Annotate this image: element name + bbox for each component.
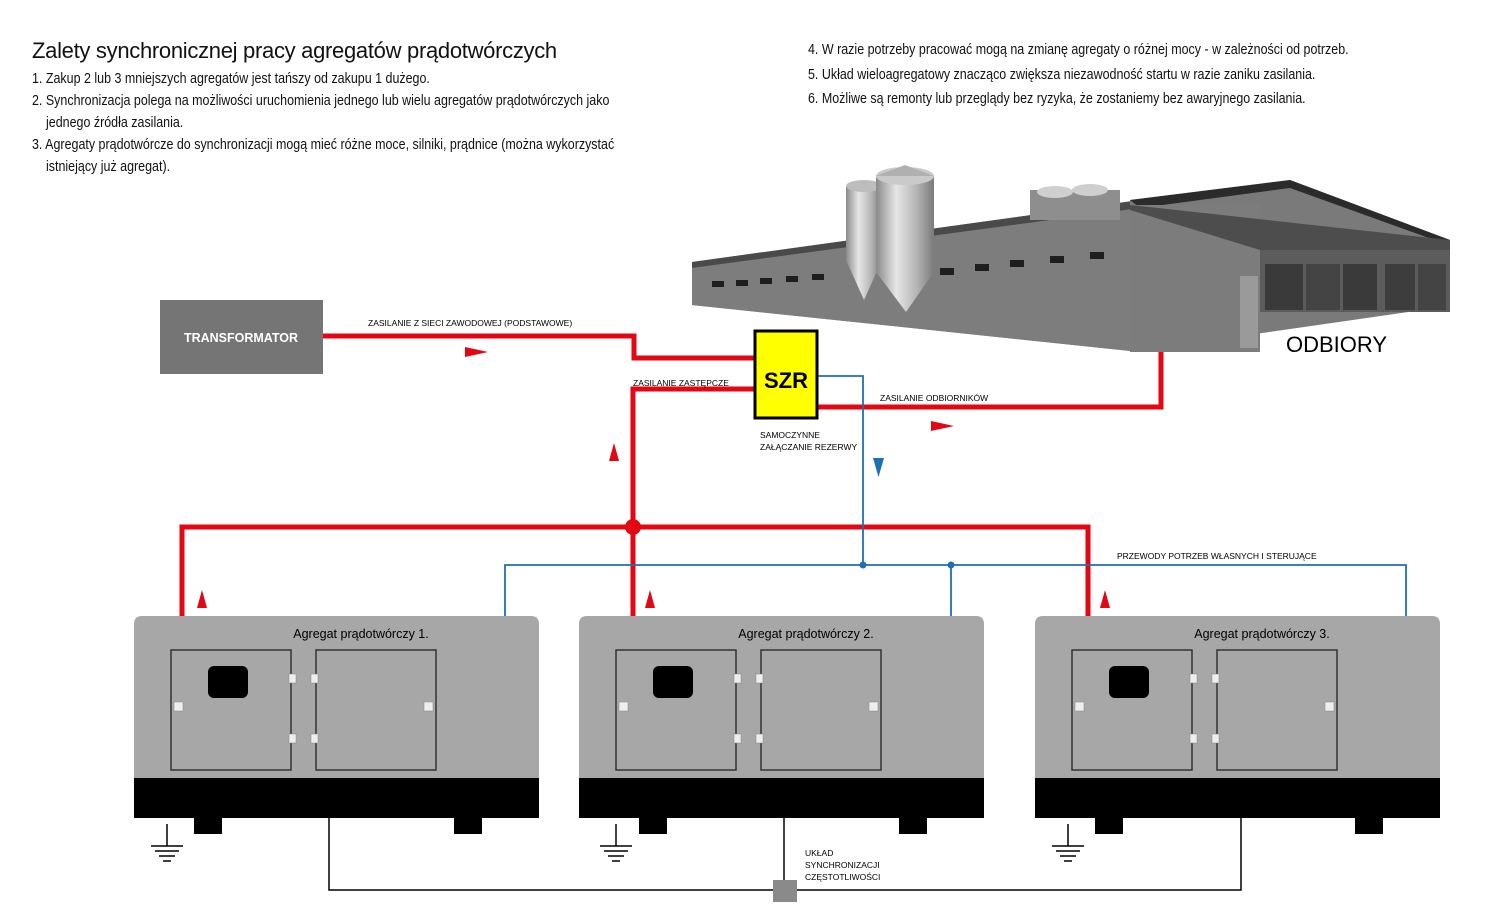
transformer-box [160,300,323,374]
szr-switch [753,329,819,420]
advantage-item-3: 3. Agregaty prądotwórcze do synchronizac… [32,137,615,153]
farm-building-illustration [692,165,1450,352]
sync-label-1: UKŁAD [805,848,833,858]
control-arrow [873,458,884,477]
page-title: Zalety synchronicznej pracy agregatów pr… [32,38,557,63]
ground-icon [599,823,633,862]
szr-caption-2: ZAŁĄCZANIE REZERWY [760,442,857,452]
ground-icon [1051,823,1085,862]
advantage-item-3-cont: istniejący już agregat). [46,159,171,175]
ground-icon [150,823,184,862]
generator-3-label: Agregat prądotwórczy 3. [1194,627,1330,641]
generator-3 [1034,615,1441,835]
szr-caption-1: SAMOCZYNNE [760,430,820,440]
generator-1 [133,615,540,835]
advantage-item-2: 2. Synchronizacja polega na możliwości u… [32,93,610,109]
advantage-item-1: 1. Zakup 2 lub 3 mniejszych agregatów je… [32,71,430,87]
label-consumer-supply: ZASILANIE ODBIORNIKÓW [880,393,988,403]
generator-1-label: Agregat prądotwórczy 1. [293,627,429,641]
generator-2 [578,615,985,835]
generator-2-label: Agregat prądotwórczy 2. [738,627,874,641]
advantage-item-6: 6. Możliwe są remonty lub przeglądy bez … [808,91,1306,107]
advantage-item-2-cont: jednego źródła zasilania. [46,115,184,131]
transformer-label: TRANSFORMATOR [184,331,298,345]
advantages-right: 4. W razie potrzeby pracować mogą na zmi… [808,38,1437,112]
consumers-label: ODBIORY [1286,332,1387,357]
szr-label: SZR [764,368,808,393]
advantage-item-4: 4. W razie potrzeby pracować mogą na zmi… [808,42,1349,58]
flow-arrows [197,347,1110,608]
label-control-wires: PRZEWODY POTRZEB WŁASNYCH I STERUJĄCE [1117,551,1317,561]
sync-label-2: SYNCHRONIZACJI [805,860,880,870]
advantages-left: Zalety synchronicznej pracy agregatów pr… [32,38,752,178]
control-lines [504,375,1407,616]
junction-node [625,519,641,535]
advantage-item-5: 5. Układ wieloagregatowy znacząco zwięks… [808,66,1316,83]
label-backup-supply: ZASILANIE ZASTĘPCZE [633,378,729,388]
sync-label-3: CZĘSTOTLIWOŚCI [805,871,880,882]
label-mains-supply: ZASILANIE Z SIECI ZAWODOWEJ (PODSTAWOWE) [368,318,572,328]
sync-unit [773,880,797,902]
